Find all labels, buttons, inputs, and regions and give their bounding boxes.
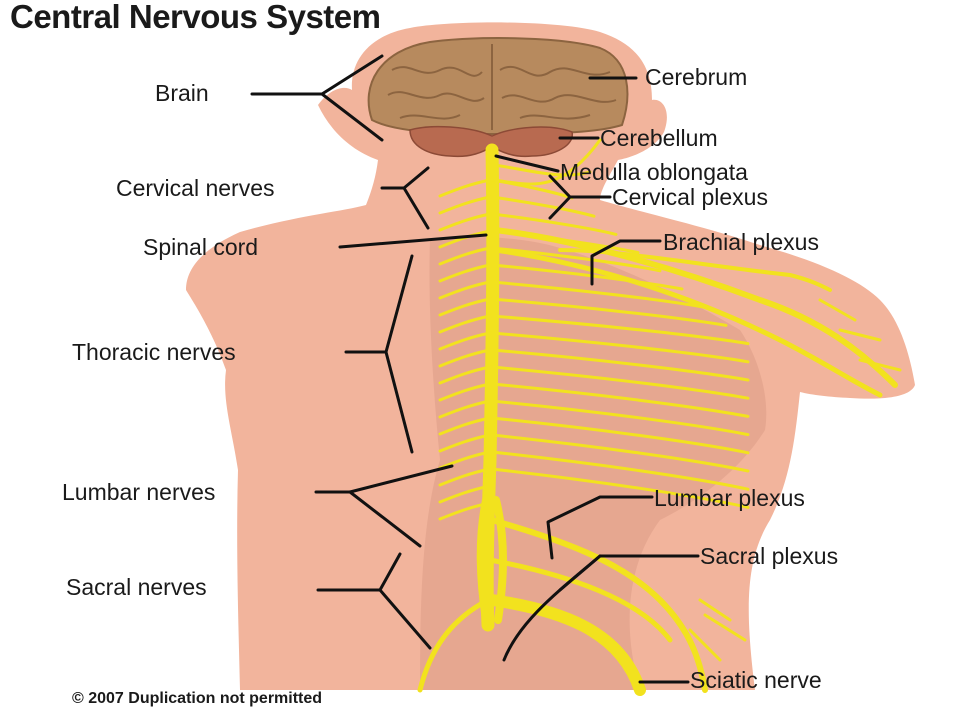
nerve-network [417, 138, 902, 696]
spinal-nerve-branch [438, 501, 492, 521]
leader-lines [250, 54, 700, 684]
label-cerebellum: Cerebellum [600, 125, 718, 151]
cerebrum-shape [367, 37, 629, 136]
arm-nerve-twigs [818, 298, 902, 372]
spinal-nerve-branch [438, 399, 492, 419]
spinal-nerve-branch [438, 212, 492, 232]
spinal-nerve-branch [438, 297, 492, 317]
sciatic-nerve-shape [486, 594, 646, 696]
spinal-nerve-branch [490, 212, 618, 236]
label-cerebrum: Cerebrum [645, 64, 748, 90]
spinal-nerve-branch [490, 382, 750, 418]
cauda-equina-shape [476, 496, 490, 624]
leader-cervical-nerves [380, 166, 430, 230]
diagram-title: Central Nervous System [10, 0, 381, 35]
spinal-nerve-branch [490, 263, 684, 291]
spinal-nerve-branch [438, 433, 492, 453]
spinal-nerve-branch [438, 178, 492, 198]
spinal-nerve-branch [490, 467, 750, 509]
spinal-nerve-branch [490, 195, 596, 218]
leader-cervical-plexus [548, 174, 612, 220]
leader-lumbar-plexus [546, 495, 654, 560]
spinal-nerve-branch [490, 280, 706, 309]
cerebellum-shape [409, 125, 573, 158]
brachial-plexus-shape [492, 247, 883, 398]
spinal-nerve-branch [438, 314, 492, 334]
label-thoracic-nerves: Thoracic nerves [72, 339, 236, 365]
spinal-nerve-branch [438, 484, 492, 504]
sacral-plexus-shape [487, 557, 673, 643]
spinal-nerve-branch [490, 399, 750, 437]
leader-spinal-cord [338, 233, 488, 249]
label-spinal-cord: Spinal cord [143, 234, 259, 260]
label-sacral-plexus: Sacral plexus [700, 543, 839, 569]
cervical-plexus-shape [492, 138, 602, 186]
spinal-nerve-branch [490, 246, 662, 273]
spinal-nerve-branch [438, 467, 492, 487]
spinal-nerve-branch [490, 348, 750, 382]
leader-medulla-oblongata [494, 154, 560, 173]
leader-sacral-plexus-tail [502, 554, 602, 662]
leader-sacral-nerves [316, 552, 432, 650]
spinal-nerve-branch [490, 297, 728, 327]
label-lumbar-plexus: Lumbar plexus [654, 485, 805, 511]
spinal-nerve-branch [490, 416, 750, 455]
brachial-plexus-shape [558, 248, 832, 292]
spinal-nerve-branch [490, 314, 750, 346]
lumbar-plexus-shape [489, 517, 708, 693]
spinal-nerve-branch [438, 280, 492, 300]
leader-brain [250, 54, 384, 142]
spinal-nerve-branch [490, 433, 750, 473]
spinal-nerve-branch [438, 382, 492, 402]
spinal-nerve-branch [438, 246, 492, 266]
leader-brachial-plexus [590, 239, 662, 286]
spinal-nerve-branch [438, 365, 492, 385]
sacral-nerve-branch [417, 597, 491, 693]
leg-nerve-twigs [688, 598, 747, 662]
spinal-nerve-branch [490, 450, 750, 491]
leader-thoracic-nerves [344, 254, 414, 454]
spinal-cord-shape [480, 143, 500, 632]
spinal-nerve-branch [438, 195, 492, 215]
label-sacral-nerves: Sacral nerves [66, 574, 207, 600]
leader-lumbar-nerves [314, 464, 454, 548]
spinal-nerve-branch [490, 331, 750, 364]
label-cervical-plexus: Cervical plexus [612, 184, 768, 210]
spinal-nerve-branch [438, 450, 492, 470]
label-lumbar-nerves: Lumbar nerves [62, 479, 216, 505]
spinal-nerve-branch [438, 331, 492, 351]
label-sciatic-nerve: Sciatic nerve [690, 667, 822, 693]
label-medulla-oblongata: Medulla oblongata [560, 159, 748, 185]
spinal-nerve-branch [490, 365, 750, 400]
label-brachial-plexus: Brachial plexus [663, 229, 819, 255]
spinal-nerve-branch [438, 416, 492, 436]
spinal-nerve-branch [438, 348, 492, 368]
copyright-notice: © 2007 Duplication not permitted [72, 690, 323, 707]
label-brain: Brain [155, 80, 209, 106]
brachial-plexus-shape [492, 227, 898, 388]
label-cervical-nerves: Cervical nerves [116, 175, 275, 201]
spinal-nerve-branch [438, 263, 492, 283]
